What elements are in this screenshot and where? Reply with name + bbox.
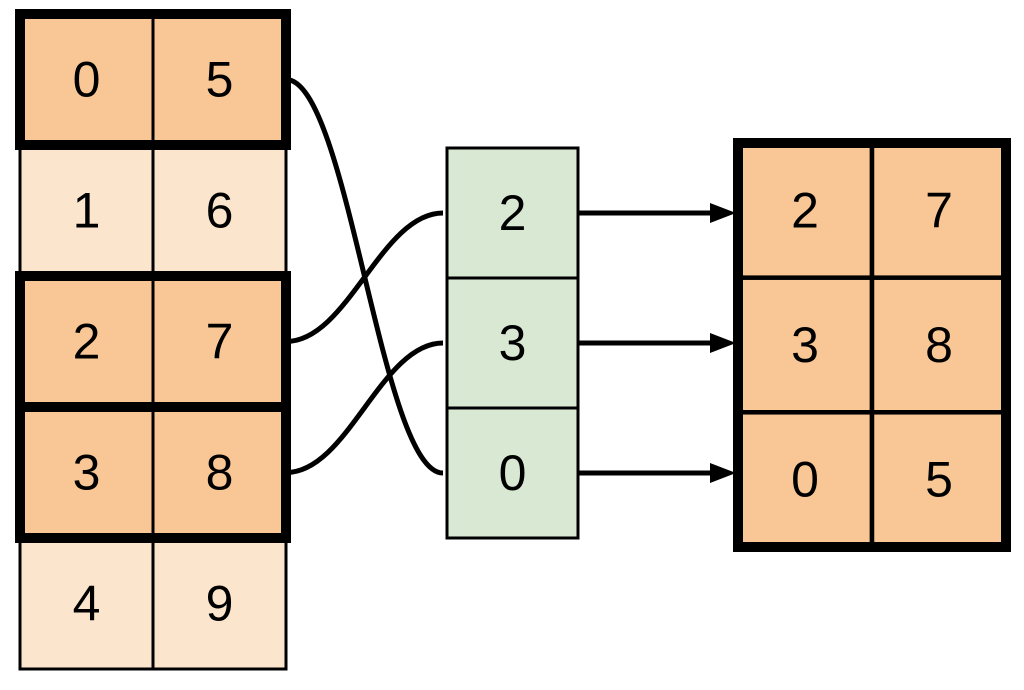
source-value-4-0: 4	[73, 576, 101, 632]
source-cell-1-1	[151, 143, 288, 278]
curve-source-row3-to-index1	[285, 340, 444, 475]
result-value-1-0: 3	[791, 317, 819, 373]
source-value-2-0: 2	[73, 314, 101, 370]
index-cell-1	[445, 276, 580, 410]
source-value-3-0: 3	[73, 445, 101, 501]
result-table-border	[733, 138, 1011, 552]
index-cell-2	[445, 406, 580, 540]
source-value-2-1: 7	[206, 314, 234, 370]
result-value-2-1: 5	[925, 452, 953, 508]
source-cell-1-0	[18, 143, 155, 278]
result-value-1-1: 8	[925, 317, 953, 373]
source-value-1-1: 6	[206, 183, 234, 239]
index-value-0: 2	[499, 185, 527, 241]
result-value-0-1: 7	[925, 182, 953, 238]
curve-source-row2-to-index0	[285, 210, 444, 344]
source-cell-4-1	[151, 536, 288, 671]
source-value-1-0: 1	[73, 183, 101, 239]
result-cell-2-0	[735, 410, 875, 550]
index-value-2: 0	[499, 445, 527, 501]
source-cell-2-1	[151, 274, 288, 409]
result-cell-2-1	[869, 410, 1009, 550]
source-cell-0-1	[151, 12, 288, 147]
index-cell-0	[445, 146, 580, 280]
source-value-3-1: 8	[206, 445, 234, 501]
result-value-2-0: 0	[791, 452, 819, 508]
source-value-4-1: 9	[206, 576, 234, 632]
result-value-0-0: 2	[791, 182, 819, 238]
source-value-0-1: 5	[206, 52, 234, 108]
source-value-0-0: 0	[73, 52, 101, 108]
source-cell-3-1	[151, 405, 288, 540]
index-value-1: 3	[499, 315, 527, 371]
